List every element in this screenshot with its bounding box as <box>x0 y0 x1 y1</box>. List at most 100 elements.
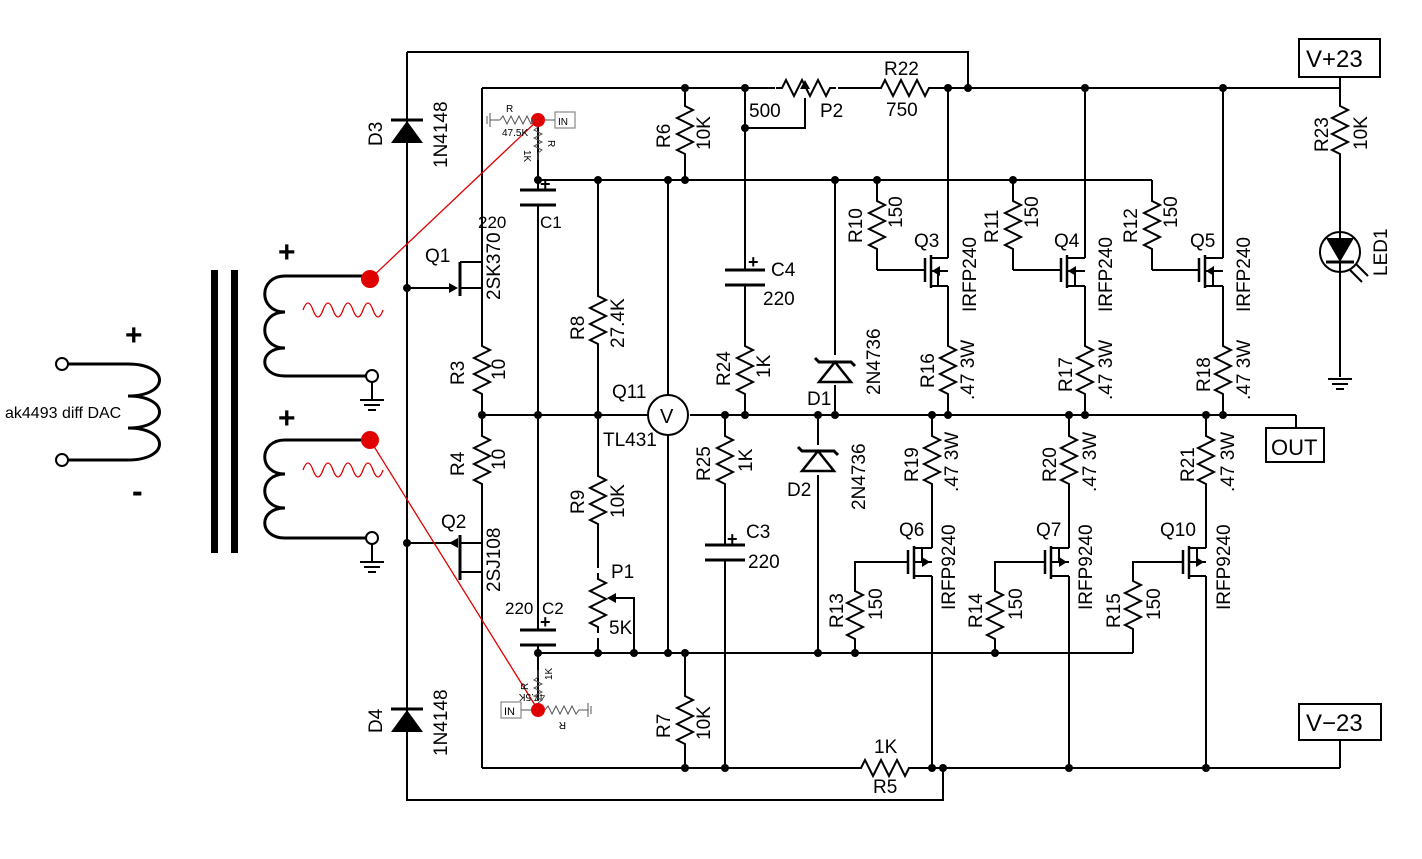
svg-text:+: + <box>540 612 551 632</box>
label-R15: R15 <box>1104 593 1125 628</box>
label-R4: R4 <box>448 451 469 476</box>
value-R7: 10K <box>694 706 715 740</box>
rail-positive-box: V+23 <box>1298 38 1381 78</box>
value-R20: .47 3W <box>1080 432 1101 492</box>
label-P2: P2 <box>820 101 843 122</box>
secondary-ground-terminal-bottom <box>365 531 379 545</box>
resistor-R25 <box>713 429 737 491</box>
svg-text:C1: C1 <box>540 213 562 232</box>
svg-text:D2: D2 <box>787 480 811 501</box>
zener-D1: D1 2N4736 <box>807 328 885 410</box>
resistor-R16 <box>936 339 960 401</box>
label-P1: P1 <box>611 562 634 583</box>
value-R25: 1K <box>736 448 757 472</box>
resistor-R19 <box>920 429 944 491</box>
resistor-R21 <box>1194 429 1218 491</box>
value-R8: 27.4K <box>608 298 629 348</box>
value-R4: 10 <box>489 449 510 470</box>
P1-wiper-arrow <box>607 593 616 603</box>
svg-text:D4: D4 <box>366 708 387 733</box>
value-R22: 750 <box>886 100 918 121</box>
svg-text:LED1: LED1 <box>1371 228 1392 276</box>
resistor-R22 <box>874 78 936 98</box>
label-R21: R21 <box>1178 447 1199 482</box>
value-R23: 10K <box>1351 116 1372 150</box>
value-R18: .47 3W <box>1234 340 1255 400</box>
resistor-R14 <box>983 584 1007 646</box>
svg-text:220: 220 <box>763 289 795 310</box>
value-R3: 10 <box>489 359 510 380</box>
svg-text:+: + <box>727 529 738 549</box>
svg-text:Q3: Q3 <box>914 231 939 252</box>
value-R14: 150 <box>1006 588 1027 620</box>
capacitor-C3: + C3 220 <box>705 522 780 573</box>
label-R16: R16 <box>918 353 939 388</box>
svg-text:220: 220 <box>748 552 780 573</box>
svg-text:IRFP9240: IRFP9240 <box>939 524 960 610</box>
resistor-R3 <box>470 339 494 401</box>
ground-icon <box>1327 378 1353 390</box>
svg-text:R: R <box>520 683 531 690</box>
value-R24: 1K <box>754 354 775 378</box>
svg-text:R: R <box>545 140 556 147</box>
svg-text:Q2: Q2 <box>441 512 466 533</box>
label-R8: R8 <box>568 316 589 340</box>
resistor-R5 <box>854 758 916 778</box>
transistor-Q1: Q1 2SK370 <box>425 232 505 300</box>
signal-wave-bottom <box>302 462 384 478</box>
led-LED1: LED1 <box>1319 228 1392 283</box>
svg-text:D1: D1 <box>807 389 831 410</box>
svg-text:Q4: Q4 <box>1054 231 1080 252</box>
label-R13: R13 <box>827 593 848 628</box>
svg-text:IRFP240: IRFP240 <box>1096 237 1117 312</box>
svg-text:IN: IN <box>558 117 568 128</box>
svg-text:47.5K: 47.5K <box>502 128 528 139</box>
probe-line-top <box>369 119 539 280</box>
input-minus-sign: - <box>132 473 143 509</box>
label-R24: R24 <box>714 351 735 386</box>
value-R21: .47 3W <box>1218 432 1239 492</box>
resistor-R7 <box>673 689 697 751</box>
svg-text:1N4148: 1N4148 <box>431 101 452 168</box>
resistor-R23 <box>1328 99 1352 161</box>
label-R17: R17 <box>1056 357 1077 392</box>
resistor-R17 <box>1073 339 1097 401</box>
svg-text:2N4736: 2N4736 <box>849 443 870 510</box>
value-R10: 150 <box>886 196 907 228</box>
svg-text:1N4148: 1N4148 <box>431 689 452 756</box>
potentiometer-P1 <box>586 568 610 638</box>
capacitor-C4: + C4 220 <box>725 252 796 310</box>
svg-text:1K: 1K <box>521 150 532 163</box>
secondary-coil-bottom <box>263 438 370 540</box>
svg-text:IRFP9240: IRFP9240 <box>1214 524 1235 610</box>
label-R20: R20 <box>1040 447 1061 482</box>
capacitor-C2: + 220 C2 <box>505 599 564 647</box>
resistor-R8 <box>586 289 610 351</box>
resistor-R13 <box>843 584 867 646</box>
resistor-R20 <box>1057 429 1081 491</box>
label-R23: R23 <box>1312 117 1333 152</box>
reference-Q11: V Q11 TL431 <box>603 382 689 451</box>
svg-text:V+23: V+23 <box>1306 46 1363 73</box>
signal-wave-top <box>302 302 384 318</box>
svg-text:R: R <box>506 104 513 115</box>
svg-text:V−23: V−23 <box>1306 710 1363 737</box>
value-R11: 150 <box>1022 196 1043 228</box>
secondary-plus-top: + <box>278 236 296 269</box>
svg-text:C3: C3 <box>746 522 770 543</box>
svg-text:Q11: Q11 <box>612 382 647 403</box>
svg-text:TL431: TL431 <box>603 430 657 451</box>
svg-text:220: 220 <box>478 213 506 232</box>
value-R13: 150 <box>866 588 887 620</box>
svg-text:D3: D3 <box>366 122 387 146</box>
label-R3: R3 <box>448 361 469 385</box>
input-terminal-minus <box>55 453 69 467</box>
diode-D4: D4 1N4148 <box>366 689 452 756</box>
P2-wiper-arrow <box>800 80 810 89</box>
input-plus-sign: + <box>125 319 143 352</box>
label-R10: R10 <box>846 208 867 243</box>
probe-circuit-top: IN R 47.5K 1K R <box>486 104 576 163</box>
value-R15: 150 <box>1144 588 1165 620</box>
svg-text:Q7: Q7 <box>1036 520 1061 541</box>
